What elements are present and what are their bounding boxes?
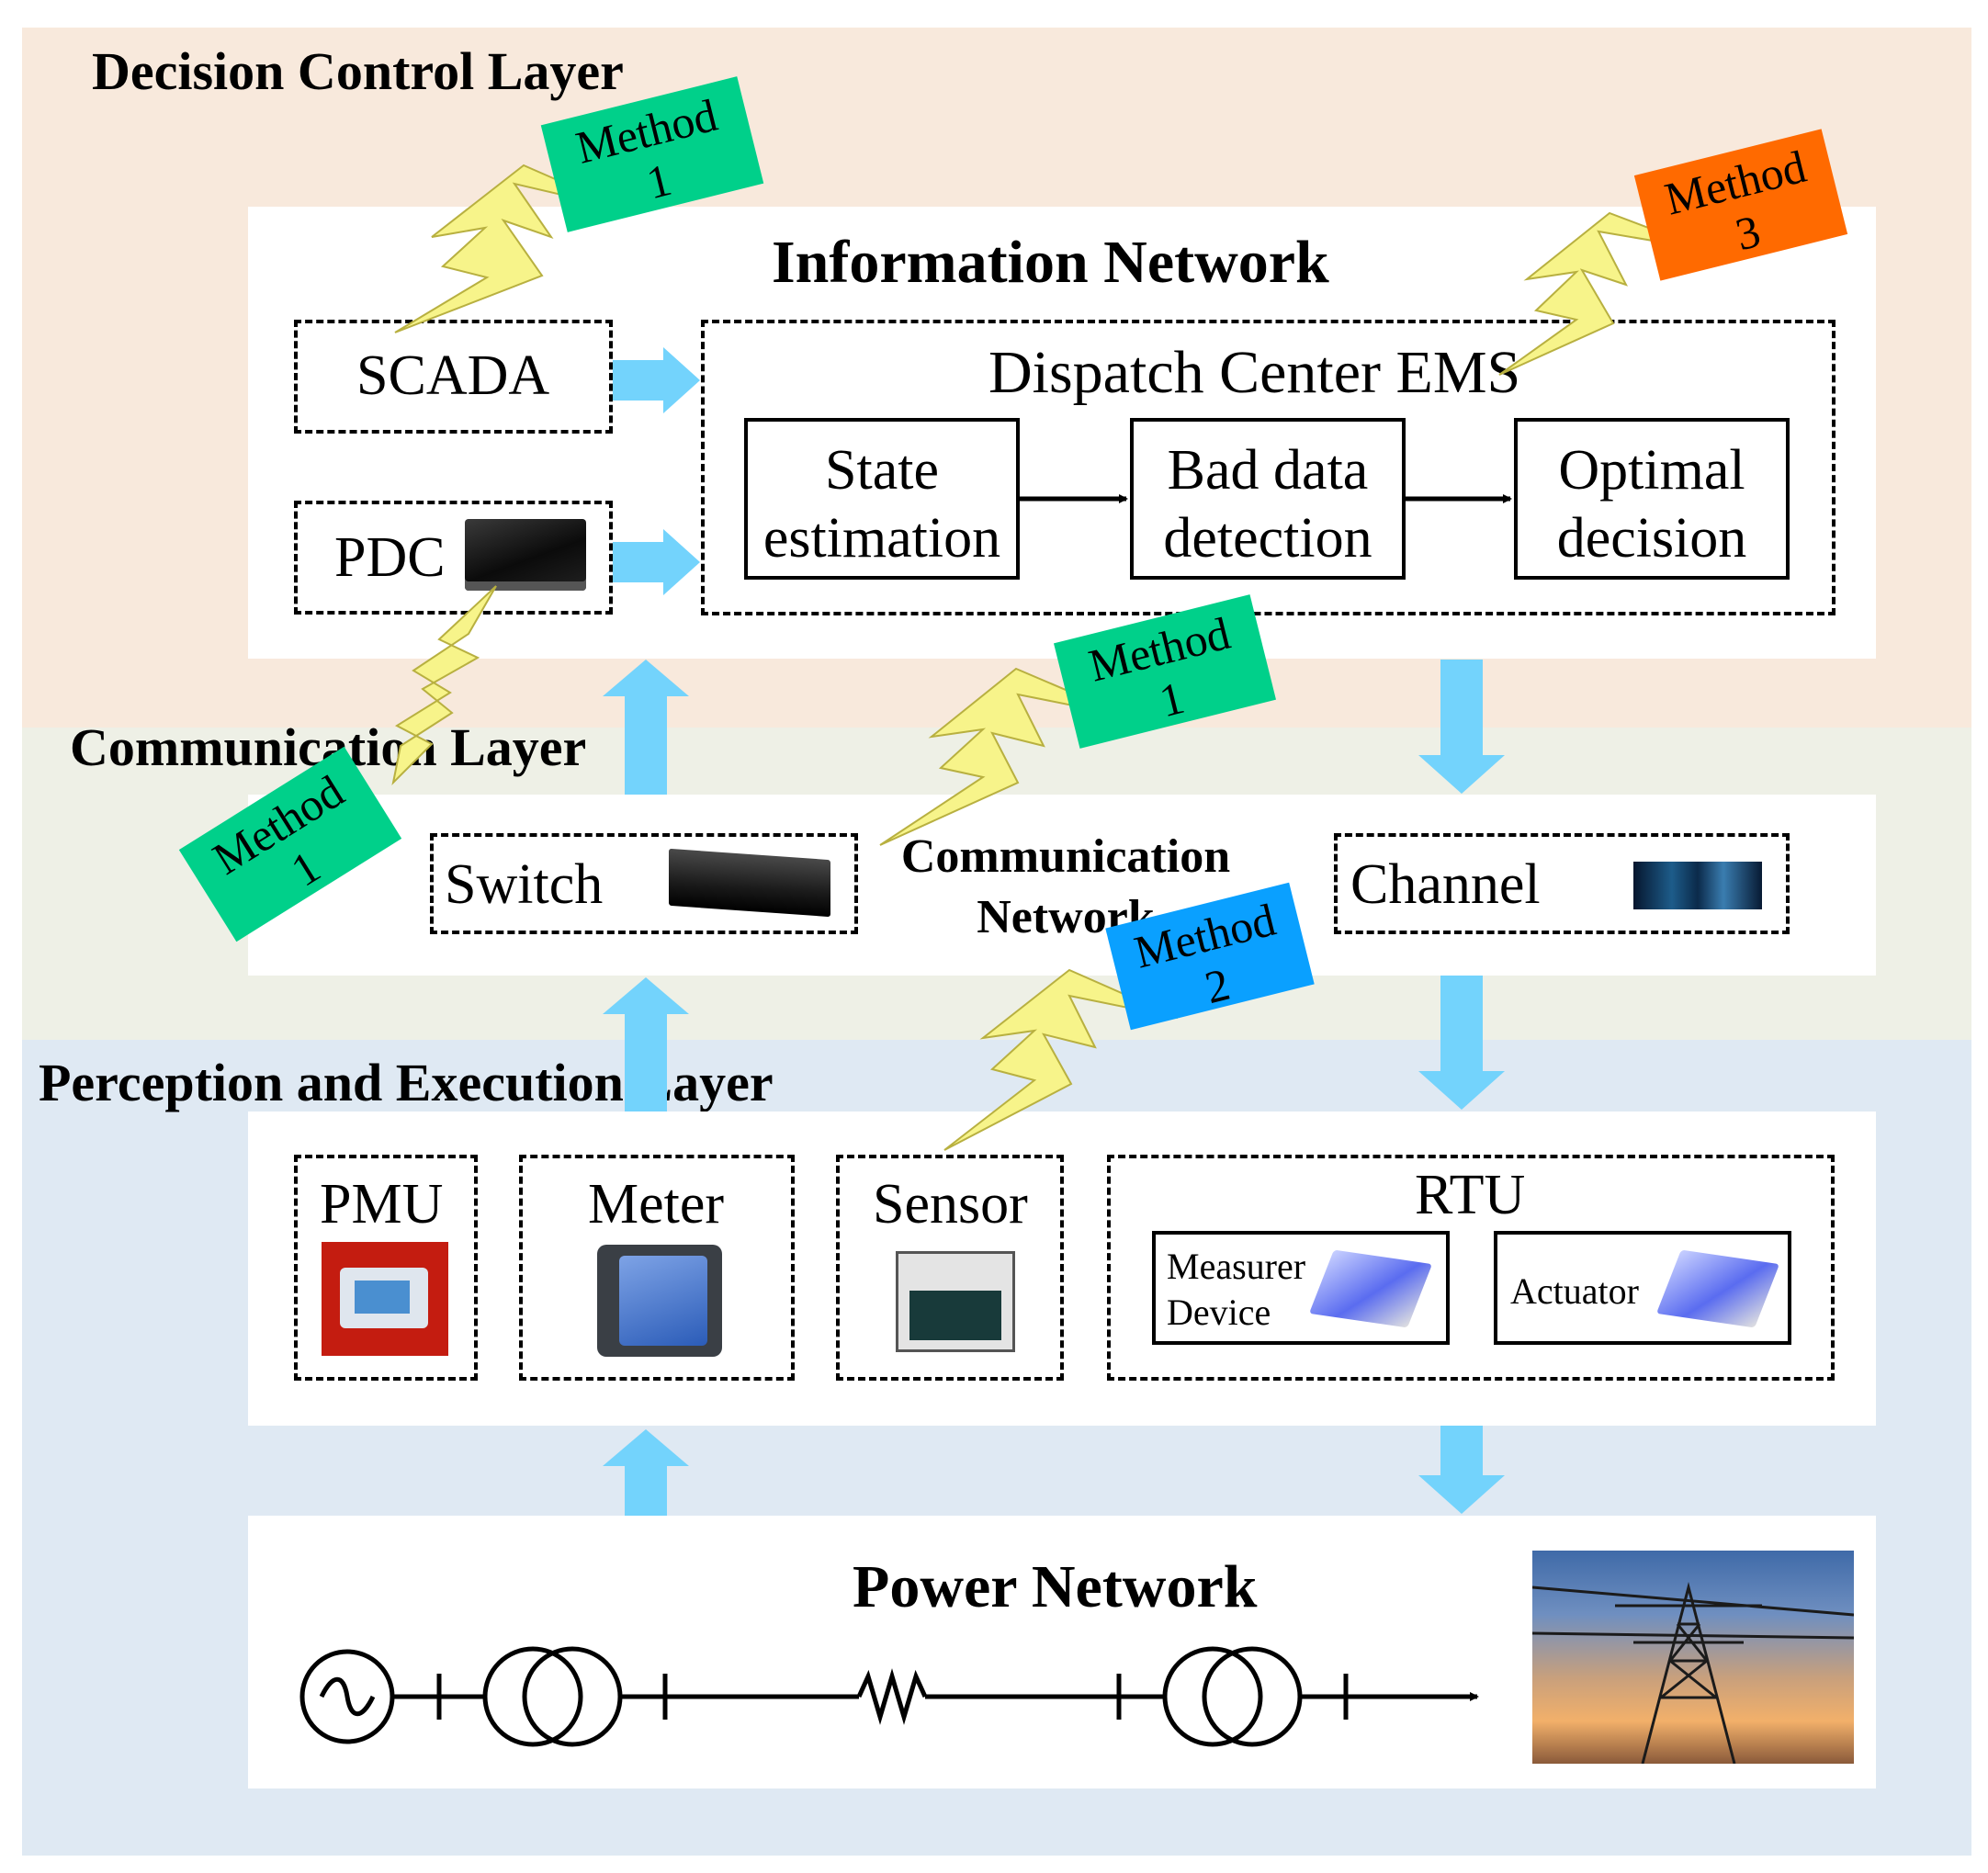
pdc-device-icon	[465, 519, 586, 591]
information-network-title: Information Network	[772, 229, 1329, 296]
meter-box	[519, 1155, 795, 1381]
meter-device-icon	[597, 1245, 722, 1357]
transformer-1b-icon	[522, 1646, 623, 1747]
decision-layer-title: Decision Control Layer	[92, 41, 624, 101]
method-2-line2: 2	[1200, 957, 1235, 1014]
ems-title: Dispatch Center EMS	[988, 339, 1521, 406]
measure-device-line1: Measurer	[1167, 1246, 1306, 1287]
info-to-comm-down-arrow	[1418, 660, 1505, 794]
channel-image-icon	[1633, 862, 1762, 909]
switch-label: Switch	[445, 853, 604, 916]
transformer-1-icon	[482, 1646, 583, 1747]
state-estimation-line2: estimation	[762, 507, 1001, 570]
power-to-perception-up-arrow	[603, 1429, 689, 1516]
method-1-mid-line2: 1	[1154, 671, 1190, 728]
bad-data-line1: Bad data	[1167, 439, 1369, 502]
optimal-decision-line2: decision	[1556, 507, 1747, 570]
method-1-left-line2: 1	[281, 840, 329, 897]
transformer-2b-icon	[1202, 1646, 1303, 1747]
switch-box	[430, 833, 858, 934]
sensor-label: Sensor	[873, 1173, 1028, 1236]
comm-to-perception-down-arrow	[1418, 976, 1505, 1110]
lightning-to-ems-icon	[1498, 211, 1708, 376]
lightning-to-comm-icon	[879, 667, 1129, 846]
channel-box	[1334, 833, 1790, 934]
lightning-from-pdc-icon	[391, 585, 497, 786]
communication-network-title-line1: Communication	[900, 830, 1231, 883]
transformer-2-icon	[1162, 1646, 1263, 1747]
ems-box	[701, 320, 1836, 615]
sensor-device-icon	[896, 1251, 1015, 1352]
pdc-to-ems-arrow	[613, 529, 700, 595]
actuator-label: Actuator	[1510, 1270, 1639, 1312]
scada-to-ems-arrow	[613, 347, 700, 413]
power-tower-image	[1532, 1551, 1854, 1764]
method-1-top-line2: 1	[641, 152, 677, 209]
power-circuit	[299, 1646, 1479, 1747]
power-network-title: Power Network	[853, 1553, 1258, 1620]
measure-device-line2: Device	[1167, 1292, 1271, 1333]
meter-label: Meter	[588, 1173, 725, 1236]
optimal-decision-line1: Optimal	[1558, 439, 1745, 502]
channel-label: Channel	[1350, 853, 1541, 916]
lightning-to-sensor-icon	[943, 968, 1179, 1151]
pmu-device-icon	[322, 1242, 448, 1356]
rtu-label: RTU	[1415, 1164, 1526, 1226]
state-estimation-line1: State	[825, 439, 939, 502]
perception-to-comm-up-arrow	[603, 977, 689, 1111]
pdc-label: PDC	[334, 526, 446, 589]
resistor-icon	[856, 1668, 928, 1725]
scada-label: SCADA	[356, 344, 550, 407]
pdc-box	[294, 501, 613, 615]
pmu-label: PMU	[320, 1173, 444, 1236]
lightning-to-scada-icon	[394, 164, 626, 333]
pmu-box	[294, 1155, 478, 1381]
method-3-line2: 3	[1730, 204, 1766, 261]
perception-to-power-down-arrow	[1418, 1426, 1505, 1514]
sensor-box	[836, 1155, 1064, 1381]
scada-box	[294, 320, 613, 434]
bad-data-line2: detection	[1163, 507, 1372, 570]
comm-to-info-up-arrow	[603, 660, 689, 795]
communication-network-panel	[248, 795, 1876, 976]
rtu-box	[1107, 1155, 1835, 1381]
